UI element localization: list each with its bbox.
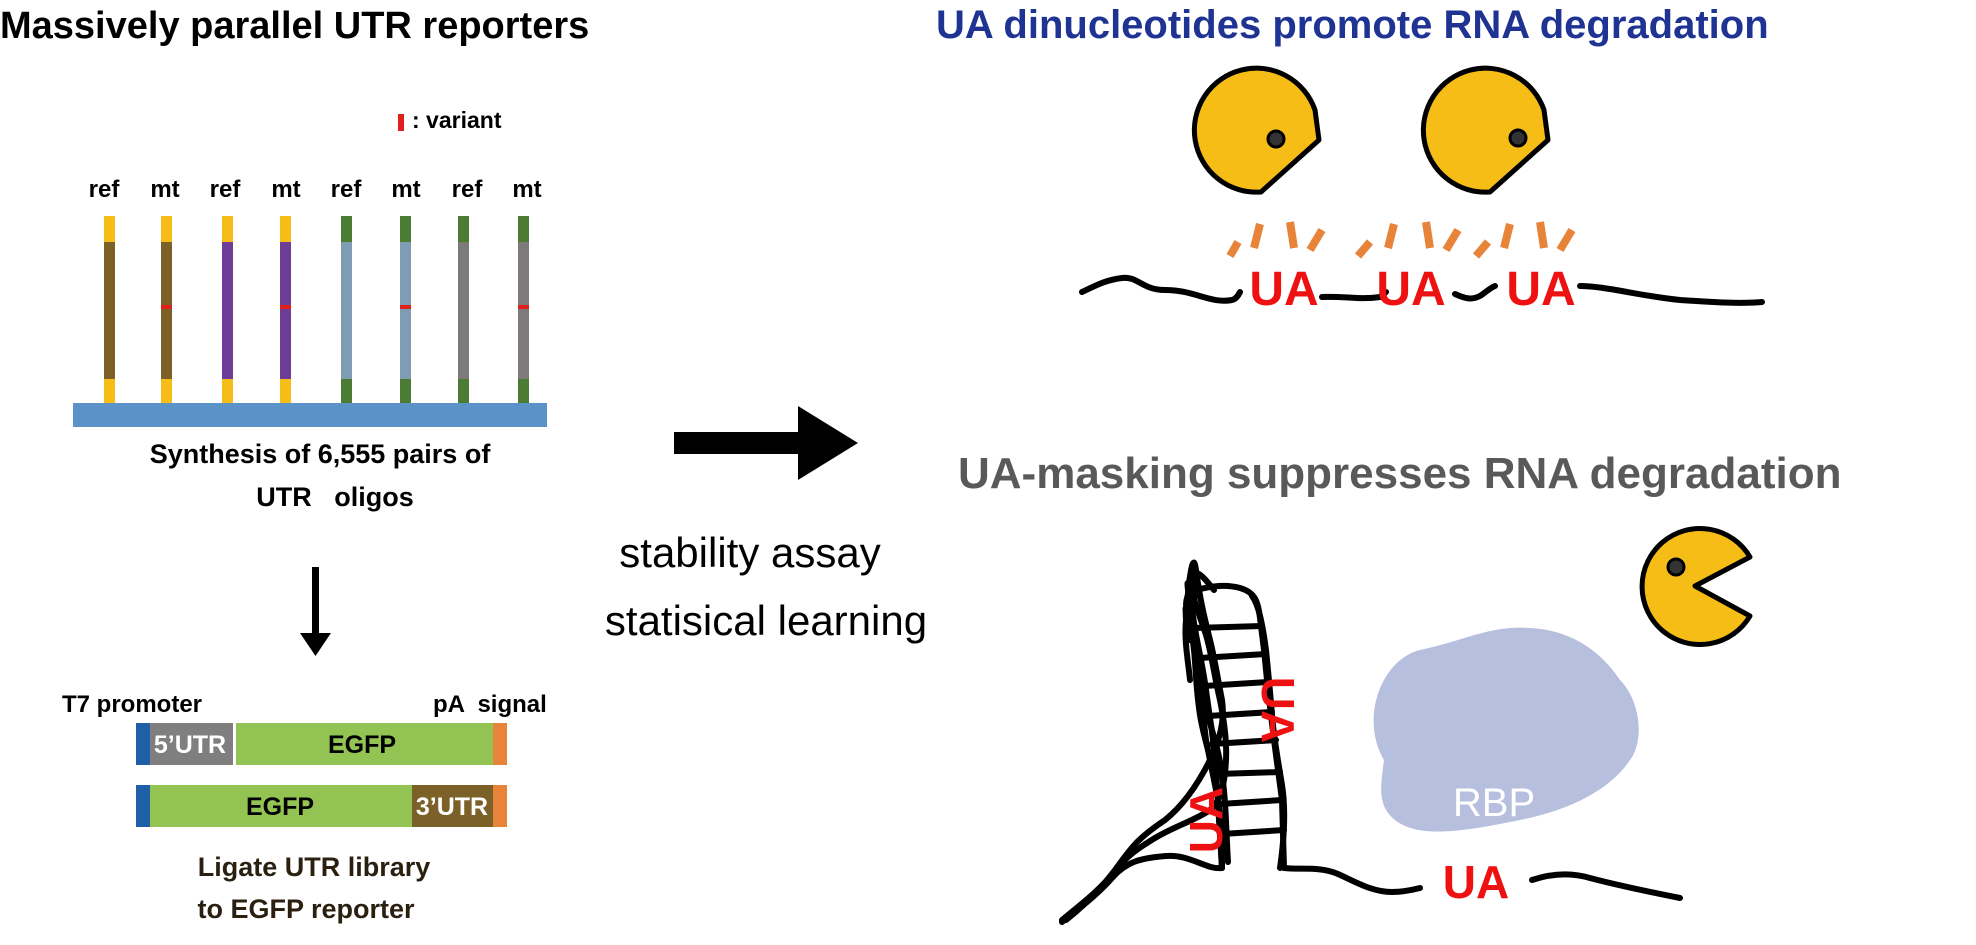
oligo-bar [458, 216, 469, 403]
assay-caption-line1: stability assay [619, 529, 880, 576]
oligo-bar [161, 216, 172, 403]
oligo-bar [222, 216, 233, 403]
right-title-bottom: UA-masking suppresses RNA degradation [958, 449, 1841, 498]
synthesis-caption-line2: UTR oligos [256, 482, 414, 512]
pa-signal-label: pA signal [433, 691, 547, 718]
right-title-top: UA dinucleotides promote RNA degradation [936, 3, 1769, 47]
rbp-label: RBP [1453, 781, 1535, 825]
rbp-protein [1373, 627, 1639, 832]
ua-label-bottom-2: UA [1180, 787, 1232, 853]
ligate-caption-line2: to EGFP reporter [197, 894, 415, 924]
ua-label-top-3: UA [1506, 263, 1575, 316]
pacman-icon [1420, 65, 1551, 195]
variant-mark [400, 305, 411, 309]
rna-strand-top [1079, 274, 1765, 306]
construct2-egfp-label: EGFP [246, 793, 314, 821]
left-title: Massively parallel UTR reporters [0, 5, 589, 47]
oligo-bar [104, 216, 115, 403]
oligo-bars [104, 216, 529, 403]
stem-loop-clean [1185, 582, 1287, 871]
ua-label-top-1: UA [1249, 263, 1318, 316]
oligo-labels: ref mt ref mt ref mt ref mt [89, 176, 542, 203]
oligo-label-6: mt [391, 176, 420, 203]
construct1-egfp-label: EGFP [328, 731, 396, 759]
stem-base-pairs [1191, 623, 1287, 837]
reporter-construct-3utr: EGFP 3’UTR [136, 785, 507, 827]
oligo-label-3: ref [210, 176, 242, 203]
degradation-crumbs [1226, 221, 1576, 259]
pacman-icon [1639, 526, 1753, 647]
oligo-label-7: ref [452, 176, 484, 203]
oligo-label-4: mt [271, 176, 300, 203]
synthesis-substrate [73, 403, 547, 427]
ua-label-bottom-1: UA [1443, 856, 1509, 908]
down-arrow-icon [300, 567, 331, 656]
ua-label-bottom-3: UA [1252, 677, 1304, 743]
oligo-bar [280, 216, 291, 403]
oligo-bar [341, 216, 352, 403]
oligo-label-1: ref [89, 176, 121, 203]
pacman-icon [1191, 65, 1322, 195]
variant-mark [161, 305, 172, 309]
oligo-bar [518, 216, 529, 403]
oligo-label-8: mt [512, 176, 541, 203]
construct1-5utr-label: 5’UTR [154, 731, 226, 759]
variant-legend-label: : variant [412, 107, 502, 133]
variant-legend-mark [398, 114, 404, 131]
rna-strand-bottom [1059, 852, 1683, 925]
synthesis-caption-line1: Synthesis of 6,555 pairs of [150, 439, 492, 469]
ua-label-top-2: UA [1376, 263, 1445, 316]
assay-caption-line2: statisical learning [605, 597, 927, 644]
construct2-3utr-label: 3’UTR [416, 793, 488, 821]
oligo-label-5: ref [331, 176, 363, 203]
reporter-construct-5utr: 5’UTR EGFP [136, 723, 507, 765]
variant-mark [280, 305, 291, 309]
t7-promoter-label: T7 promoter [62, 691, 202, 718]
oligo-label-2: mt [150, 176, 179, 203]
stem-loop-left-strand [1059, 579, 1230, 923]
right-arrow-icon [674, 406, 858, 480]
ligate-caption-line1: Ligate UTR library [198, 852, 431, 882]
variant-mark [518, 305, 529, 309]
oligo-bar [400, 216, 411, 403]
